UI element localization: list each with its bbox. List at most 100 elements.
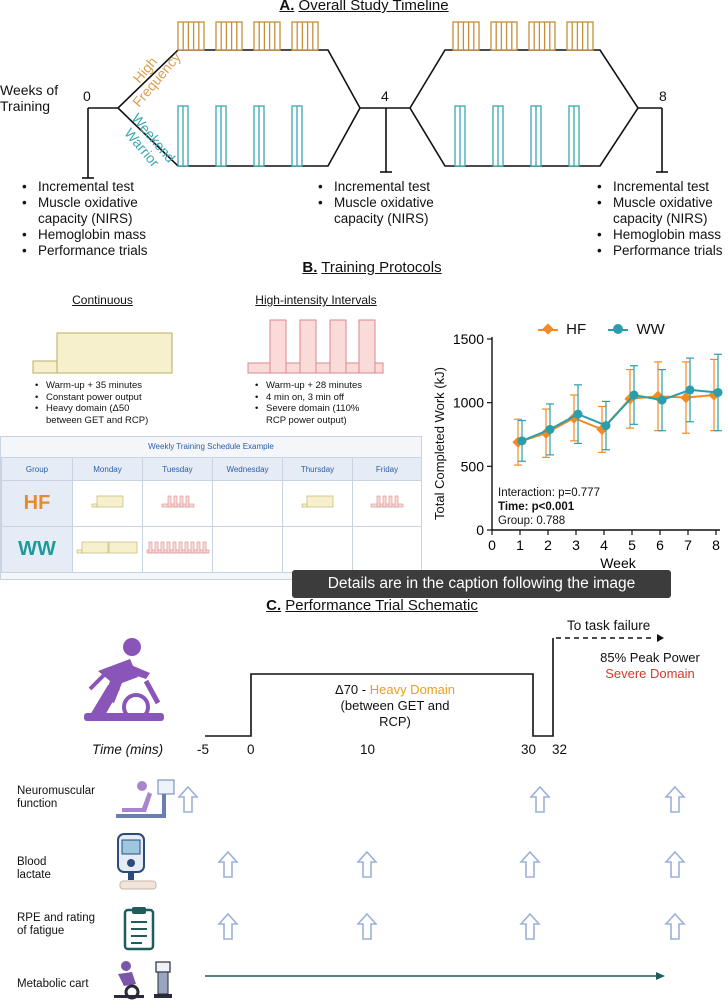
- ww-block-5: [454, 105, 466, 167]
- x-axis-label: Week: [600, 555, 637, 571]
- schedule-header-thursday: Thursday: [282, 457, 353, 481]
- x-tick-label: 0: [488, 537, 496, 553]
- hf-block-1: [177, 21, 205, 51]
- rpe-arrow-icon: [664, 912, 686, 940]
- ww-tuesday-cell: [142, 526, 213, 573]
- lactate-arrow-icon: [217, 850, 239, 878]
- ww-block-3: [253, 105, 265, 167]
- ww-block-4: [291, 105, 303, 167]
- week4-measurements-list: Incremental test Muscle oxidative capaci…: [316, 179, 434, 227]
- hf-block-3: [253, 21, 281, 51]
- series-line: [521, 388, 719, 442]
- section-a-title: A. Overall Study Timeline: [279, 0, 449, 14]
- hf-block-5: [452, 21, 480, 51]
- lactate-arrow-icon: [664, 850, 686, 878]
- chart-y-axis-label: Total Completed Work (kJ): [432, 367, 447, 520]
- week0-measurements-list: Incremental test Muscle oxidative capaci…: [20, 179, 148, 259]
- continuous-protocol-graphic: [32, 332, 173, 374]
- hf-tuesday-cell: [142, 480, 213, 527]
- hf-block-8: [566, 21, 594, 51]
- weekly-schedule-table: Weekly Training Schedule Example Group M…: [0, 436, 422, 580]
- neuromuscular-arrow-icon: [529, 785, 551, 813]
- data-point: [685, 385, 695, 395]
- section-b-title: B. Training Protocols: [302, 259, 442, 276]
- weeks-of-training-label: Weeks of Training: [0, 82, 59, 114]
- legend-ww-marker: [608, 324, 629, 335]
- timeline-ww-path-1: [117, 107, 361, 167]
- time-tick-30: 30: [521, 742, 537, 757]
- ww-monday-cell: [72, 526, 143, 573]
- stat-group: Group: 0.788: [498, 515, 566, 527]
- neuromuscular-chair-icon: [116, 779, 175, 818]
- data-point: [601, 421, 611, 431]
- hf-friday-cell: [352, 480, 422, 527]
- hf-block-2: [215, 21, 243, 51]
- x-tick-label: 2: [544, 537, 552, 553]
- x-tick-label: 6: [656, 537, 664, 553]
- legend-hf-label: HF: [566, 321, 587, 338]
- series-ww: [517, 353, 723, 462]
- neuromuscular-arrow-icon: [664, 785, 686, 813]
- measurement-timepoints: [177, 785, 686, 980]
- neuromuscular-arrow-icon: [177, 785, 199, 813]
- ww-block-1: [177, 105, 189, 167]
- week-4-label: 4: [381, 88, 389, 104]
- hf-block-6: [490, 21, 518, 51]
- week-0-label: 0: [83, 88, 91, 104]
- ww-block-7: [530, 105, 542, 167]
- schedule-header-tuesday: Tuesday: [142, 457, 213, 481]
- time-tick-minus5: -5: [197, 742, 210, 757]
- study-timeline-diagram: [82, 21, 668, 179]
- row-label-metabolic: Metabolic cart: [17, 978, 89, 990]
- data-point: [545, 424, 555, 434]
- week8-measurements-list: Incremental test Muscle oxidative capaci…: [595, 179, 723, 259]
- continuous-protocol-title: Continuous: [72, 293, 133, 307]
- hf-block-7: [528, 21, 556, 51]
- peak-power-text: 85% Peak Power: [600, 650, 700, 665]
- caption-overlay: Details are in the caption following the…: [292, 570, 671, 598]
- schedule-title: Weekly Training Schedule Example: [148, 442, 274, 451]
- schedule-header-friday: Friday: [352, 457, 422, 481]
- y-tick-label: 1000: [453, 395, 484, 411]
- y-tick-label: 1500: [453, 331, 484, 347]
- schedule-group-ww: WW: [1, 526, 73, 573]
- data-point: [713, 387, 723, 397]
- x-tick-label: 4: [600, 537, 608, 553]
- cyclist-icon: [84, 638, 164, 721]
- rpe-arrow-icon: [217, 912, 239, 940]
- stat-time: Time: p<0.001: [498, 501, 575, 513]
- heavy-domain-text: Heavy Domain: [369, 682, 455, 697]
- performance-trial-profile: [205, 634, 664, 737]
- ww-training-blocks: [177, 105, 580, 167]
- timeline-hf-path-1: [88, 49, 388, 109]
- hf-wednesday-cell: [212, 480, 283, 527]
- x-tick-label: 5: [628, 537, 636, 553]
- lactate-arrow-icon: [519, 850, 541, 878]
- task-failure-label: To task failure: [567, 618, 651, 633]
- series-hf: [512, 358, 720, 466]
- data-point: [517, 436, 527, 446]
- metabolic-cart-icon: [114, 961, 172, 1000]
- legend-hf-marker: [538, 323, 558, 335]
- x-tick-label: 3: [572, 537, 580, 553]
- hf-block-4: [291, 21, 319, 51]
- hiit-protocol-list: Warm-up + 28 minutes 4 min on, 3 min off…: [254, 380, 362, 426]
- continuous-protocol-list: Warm-up + 35 minutes Constant power outp…: [34, 380, 148, 426]
- clipboard-icon: [123, 907, 155, 951]
- time-tick-0: 0: [247, 742, 255, 757]
- rpe-arrow-icon: [519, 912, 541, 940]
- ww-wednesday-cell: [212, 526, 283, 573]
- chart-legend: HF WW: [538, 321, 665, 338]
- chart-stats: Interaction: p=0.777 Time: p<0.001 Group…: [498, 486, 600, 528]
- schedule-header-monday: Monday: [72, 457, 143, 481]
- data-point: [629, 390, 639, 400]
- severe-domain-text: Severe Domain: [605, 666, 695, 681]
- ww-block-2: [215, 105, 227, 167]
- ww-block-8: [568, 105, 580, 167]
- lactate-arrow-icon: [356, 850, 378, 878]
- x-tick-label: 1: [516, 537, 524, 553]
- schedule-header-wednesday: Wednesday: [212, 457, 283, 481]
